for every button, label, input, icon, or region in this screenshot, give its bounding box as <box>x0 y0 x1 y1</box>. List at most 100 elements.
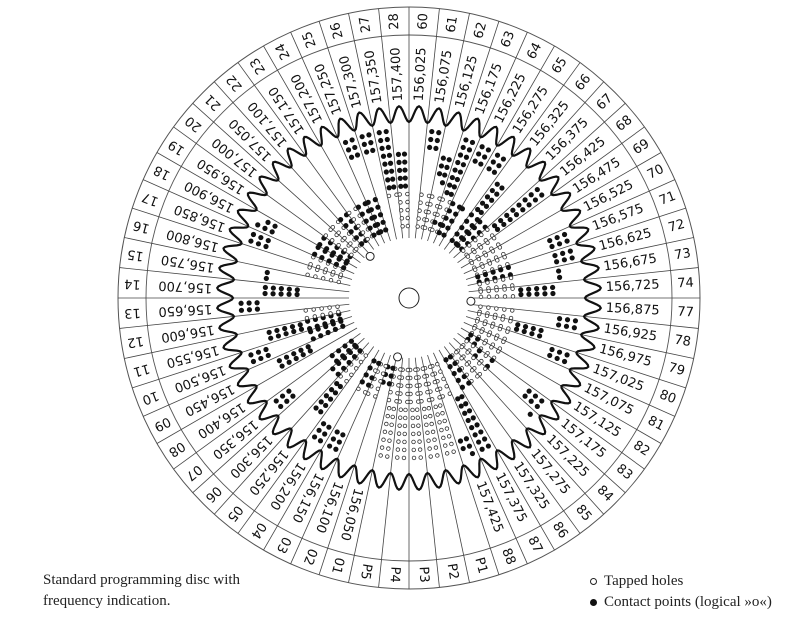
contact-point <box>458 403 464 409</box>
tapped-hole <box>438 369 443 374</box>
contact-point <box>470 415 476 421</box>
contact-point <box>538 327 544 334</box>
tapped-hole <box>459 344 464 350</box>
tapped-hole <box>500 317 505 322</box>
contact-point <box>469 139 476 146</box>
contact-point <box>526 291 532 297</box>
tapped-hole <box>437 420 442 425</box>
contact-point <box>298 347 304 353</box>
contact-point <box>343 223 349 229</box>
contact-point <box>379 145 385 152</box>
contact-point <box>291 328 297 335</box>
contact-point <box>254 300 260 306</box>
contact-point <box>427 144 433 151</box>
tapped-hole <box>510 294 516 299</box>
contact-point <box>318 409 324 415</box>
contact-point <box>449 218 455 224</box>
contact-point <box>539 398 545 404</box>
contact-point <box>395 151 402 157</box>
tapped-hole <box>346 210 352 216</box>
frequency-label: 157,400 <box>388 47 406 101</box>
tapped-hole <box>437 395 442 400</box>
tapped-hole <box>336 242 341 248</box>
contact-point <box>432 219 438 225</box>
contact-point <box>329 353 335 359</box>
tapped-hole <box>427 364 433 370</box>
tapped-hole <box>435 412 440 417</box>
contact-point <box>463 137 469 143</box>
contact-point <box>469 425 475 431</box>
contact-point <box>289 324 296 330</box>
contact-point <box>298 326 305 332</box>
tapped-hole <box>415 407 420 412</box>
tapped-hole <box>508 319 513 324</box>
contact-point <box>369 375 375 381</box>
tapped-hole <box>416 431 422 436</box>
contact-point <box>334 358 340 364</box>
contact-point <box>459 394 465 400</box>
tapped-hole <box>449 441 454 447</box>
contact-point <box>307 348 313 354</box>
contact-point <box>332 390 339 396</box>
contact-point <box>385 177 391 183</box>
contact-point <box>463 436 470 442</box>
contact-point <box>250 231 257 238</box>
contact-point <box>286 291 292 297</box>
contact-point <box>542 291 548 297</box>
contact-point <box>391 184 397 190</box>
contact-point <box>532 197 539 203</box>
contact-point <box>327 396 334 402</box>
tapped-hole <box>402 439 407 445</box>
tapped-hole <box>432 379 438 385</box>
tapped-hole <box>419 192 424 197</box>
contact-point <box>266 329 272 335</box>
contact-point <box>263 243 269 250</box>
tapped-hole <box>405 223 411 229</box>
legend-tapped-holes-label: Tapped holes <box>604 573 684 589</box>
contact-point <box>444 164 450 171</box>
tapped-hole <box>304 315 310 321</box>
contact-point <box>278 286 284 292</box>
contact-point <box>319 254 325 261</box>
tapped-hole <box>493 278 498 284</box>
channel-label: 17 <box>140 189 161 209</box>
tapped-hole <box>413 367 418 372</box>
tapped-hole <box>477 361 482 366</box>
contact-point <box>255 222 261 228</box>
tapped-hole <box>415 224 420 229</box>
tapped-hole <box>483 353 488 358</box>
tapped-hole <box>413 375 419 380</box>
contact-point <box>272 223 278 229</box>
contact-point <box>248 238 254 244</box>
tapped-hole <box>399 216 405 221</box>
channel-label: 70 <box>645 162 667 183</box>
contact-point <box>317 438 324 444</box>
contact-point <box>455 159 461 166</box>
contact-point <box>443 215 449 221</box>
contact-point <box>556 241 563 247</box>
contact-point <box>510 207 516 213</box>
tapped-hole <box>402 423 408 429</box>
legend-tapped-holes: Tapped holes <box>586 571 772 592</box>
contact-point <box>450 201 456 207</box>
tapped-hole <box>379 445 385 450</box>
tapped-hole <box>312 314 317 319</box>
contact-point <box>532 393 539 399</box>
contact-point <box>279 393 286 399</box>
contact-point <box>489 187 495 194</box>
contact-point <box>402 183 409 189</box>
legend: Tapped holes Contact points (logical »o«… <box>586 571 772 613</box>
tapped-hole <box>381 437 386 442</box>
tapped-hole <box>494 294 500 299</box>
contact-point <box>539 192 545 198</box>
tapped-hole <box>331 269 336 275</box>
channel-label: 87 <box>524 534 545 556</box>
contact-point <box>396 159 402 165</box>
tapped-hole <box>411 439 416 445</box>
tapped-hole <box>422 225 428 231</box>
tapped-hole <box>435 387 440 392</box>
contact-point <box>530 325 536 332</box>
tapped-hole <box>478 245 484 250</box>
contact-point <box>475 274 481 280</box>
